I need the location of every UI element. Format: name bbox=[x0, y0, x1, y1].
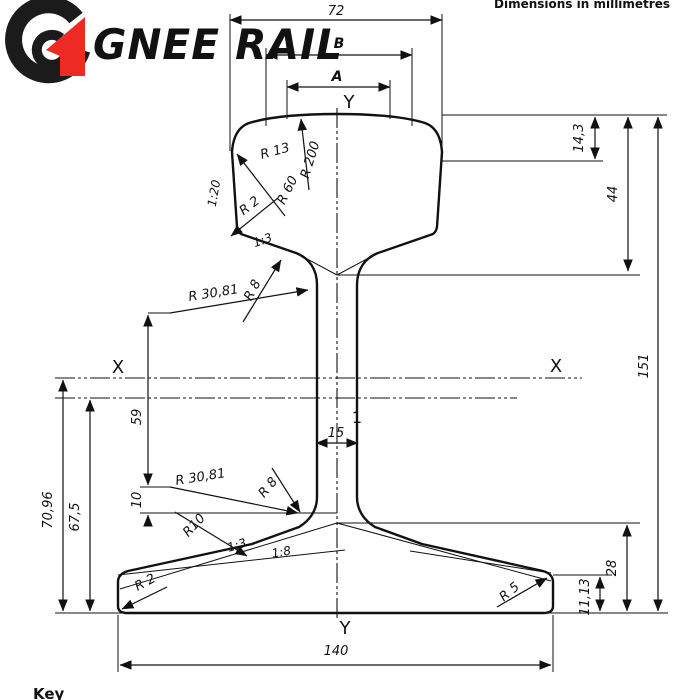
rail-outline bbox=[116, 112, 555, 615]
dim-44: 44 bbox=[606, 186, 621, 203]
leader-r2-foot bbox=[121, 586, 168, 610]
labels: Dimensions in millimetres 72 B A Y Y X X… bbox=[33, 0, 670, 700]
thin-foot-13-left bbox=[119, 522, 338, 590]
key-label: Key bbox=[33, 685, 65, 700]
radius-r8-upper: R 8 bbox=[241, 277, 264, 303]
dim-b: B bbox=[334, 36, 345, 52]
thin-foot-18-right bbox=[409, 550, 552, 574]
slope-1-3-head: 1:3 bbox=[251, 230, 274, 250]
dim-14-3: 14,3 bbox=[572, 124, 587, 153]
leader-r8-lower bbox=[271, 467, 301, 513]
section-1: 1 bbox=[352, 408, 362, 427]
dim-59: 59 bbox=[130, 409, 145, 426]
radius-r200: R 200 bbox=[298, 140, 323, 181]
logo: GNEE RAIL bbox=[5, 0, 343, 84]
axis-x-left: X bbox=[112, 357, 124, 378]
radius-r13: R 13 bbox=[259, 141, 292, 163]
radius-r8-lower: R 8 bbox=[256, 475, 281, 501]
logo-one-shape bbox=[46, 17, 85, 76]
leader-r30-81-upper bbox=[169, 287, 309, 314]
dim-28: 28 bbox=[605, 560, 620, 577]
leader-r200 bbox=[297, 118, 310, 191]
leader-r5 bbox=[496, 577, 548, 608]
dim-72: 72 bbox=[328, 4, 345, 19]
centerlines bbox=[55, 108, 582, 620]
radius-r2-head: R 2 bbox=[237, 194, 263, 219]
units-note: Dimensions in millimetres bbox=[494, 0, 670, 11]
axis-y-bottom: Y bbox=[339, 618, 352, 639]
slope-1-8: 1:8 bbox=[271, 543, 293, 560]
radius-r2-foot: R 2 bbox=[132, 571, 158, 594]
dim-70-96: 70,96 bbox=[41, 491, 56, 528]
brand-name: GNEE RAIL bbox=[93, 20, 343, 69]
dim-10: 10 bbox=[130, 492, 145, 509]
thin-foot-13-right bbox=[336, 522, 552, 582]
thin-foot-18-left bbox=[117, 549, 346, 576]
radius-r60: R 60 bbox=[274, 174, 301, 207]
axis-x-right: X bbox=[550, 356, 562, 377]
radius-r30-81-lower: R 30,81 bbox=[174, 466, 226, 489]
dim-151: 151 bbox=[637, 354, 652, 379]
dim-15: 15 bbox=[328, 426, 345, 441]
radius-r30-81-upper: R 30,81 bbox=[187, 282, 239, 305]
dimension-lines bbox=[58, 15, 663, 670]
radius-r5: R 5 bbox=[497, 580, 523, 605]
slope-1-3-foot: 1:3 bbox=[226, 536, 249, 555]
dim-140: 140 bbox=[324, 644, 349, 659]
radius-r10: R10 bbox=[180, 511, 208, 540]
slope-1-20: 1:20 bbox=[205, 178, 224, 207]
leader-r8-upper bbox=[242, 259, 282, 323]
logo-g-inner-arc bbox=[31, 29, 70, 70]
axis-y-top: Y bbox=[343, 92, 356, 113]
dim-a: A bbox=[331, 69, 343, 85]
leader-r13 bbox=[236, 153, 286, 217]
logo-mark bbox=[5, 0, 91, 84]
leader-r30-81-lower bbox=[169, 486, 299, 516]
dim-67-5: 67,5 bbox=[68, 503, 83, 532]
dim-11-13: 11,13 bbox=[578, 578, 593, 615]
